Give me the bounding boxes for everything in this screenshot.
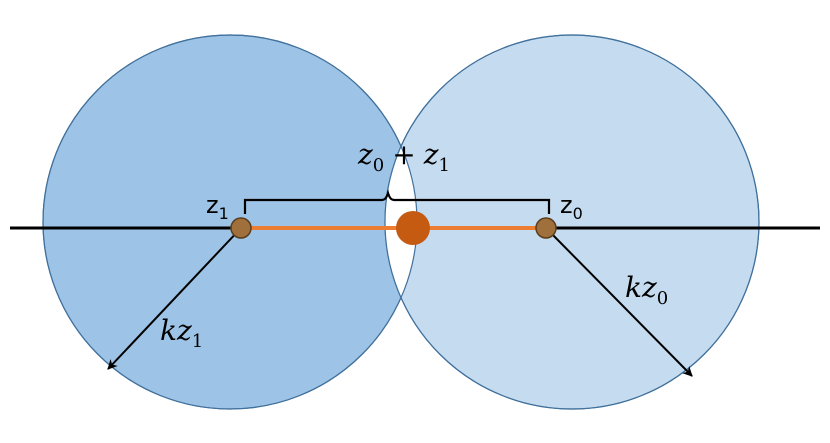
label-z0-base: z xyxy=(560,191,573,219)
right-circle-outline xyxy=(384,34,760,410)
left-circle xyxy=(42,34,418,410)
point-z0 xyxy=(535,217,557,239)
label-kz0-base: z xyxy=(641,271,657,304)
label-kz1-sub: 1 xyxy=(192,331,203,352)
label-sum-op: + xyxy=(392,138,415,171)
sum-bracket xyxy=(243,188,551,214)
label-kz1-base: z xyxy=(176,314,192,347)
label-sum-a-sub: 0 xyxy=(373,155,384,176)
point-z1 xyxy=(230,217,252,239)
label-sum-b-sub: 1 xyxy=(438,155,449,176)
label-z1: z1 xyxy=(206,191,229,223)
label-z1-base: z xyxy=(206,191,219,219)
label-kz1-coef: k xyxy=(160,314,177,347)
center-dot xyxy=(396,211,430,245)
label-z1-sub: 1 xyxy=(219,204,229,223)
label-sum-b-base: z xyxy=(423,138,439,171)
label-kz1: kz1 xyxy=(160,314,203,352)
label-sum-a-base: z xyxy=(357,138,373,171)
label-z0-sub: 0 xyxy=(573,204,583,223)
label-kz0-coef: k xyxy=(625,271,642,304)
radius-arrow-right xyxy=(545,227,693,377)
label-sum: z0+z1 xyxy=(357,138,450,176)
label-kz0-sub: 0 xyxy=(657,288,668,309)
label-kz0: kz0 xyxy=(625,271,668,309)
label-z0: z0 xyxy=(560,191,583,223)
radius-arrow-left xyxy=(107,227,242,370)
